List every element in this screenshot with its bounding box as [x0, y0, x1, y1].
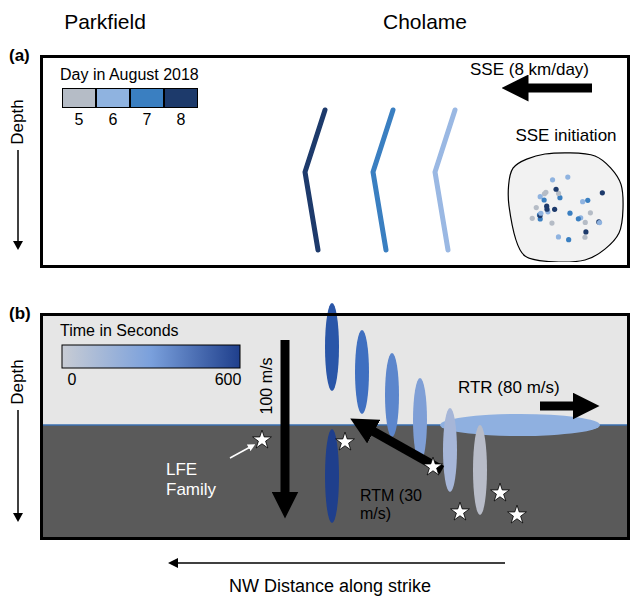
tremor-ellipse	[325, 303, 339, 391]
region-blob	[508, 153, 623, 262]
panel-frame: (a)SSE initiation	[40, 55, 630, 268]
lfe-star	[253, 430, 272, 448]
tremor-dot	[567, 211, 572, 216]
slip-front	[305, 110, 325, 250]
tremor-ellipse	[413, 378, 427, 462]
lower-layer	[40, 425, 630, 540]
depth-arrowhead	[13, 241, 23, 250]
panel-letter: (a)	[9, 46, 30, 66]
tremor-dot	[530, 216, 535, 221]
tremor-dot	[538, 211, 543, 216]
arrow-label: RTR (80 m/s)	[458, 378, 560, 398]
panel-frame: (b)	[40, 313, 630, 540]
colorbar-tick: 600	[215, 371, 242, 389]
family-label: LFE Family	[166, 460, 232, 499]
legend-item: 8	[164, 88, 198, 129]
site-name: Parkfield	[64, 10, 146, 34]
legend-tick: 8	[177, 111, 186, 129]
colorbar	[62, 345, 240, 368]
legend-item: 6	[96, 88, 130, 129]
site-name: Cholame	[383, 10, 467, 34]
lfe-star	[424, 457, 443, 475]
lfe-star	[491, 483, 510, 501]
panel-letter: (b)	[9, 304, 31, 324]
leader-line	[230, 446, 252, 458]
tremor-dot	[553, 187, 558, 192]
tremor-dot	[552, 207, 557, 212]
lfe-star	[508, 505, 527, 523]
legend-swatch	[164, 88, 198, 108]
tremor-dot	[556, 234, 561, 239]
region-label: SSE initiation	[505, 126, 627, 146]
migration-arrow	[515, 84, 592, 93]
tremor-dot	[596, 219, 601, 224]
color-legend: 5 6 7 8	[62, 88, 198, 129]
legend-title: Day in August 2018	[60, 66, 199, 84]
tremor-dot	[565, 174, 570, 179]
tremor-dot	[550, 177, 555, 182]
legend-item: 7	[130, 88, 164, 129]
colorbar-title: Time in Seconds	[60, 322, 179, 340]
rtm-arrow	[362, 425, 442, 470]
slip-front	[435, 110, 455, 250]
tremor-dot	[549, 220, 554, 225]
slip-front	[373, 110, 393, 250]
tremor-dot	[585, 198, 590, 203]
legend-tick: 6	[109, 111, 118, 129]
migration-arrow	[281, 340, 290, 505]
tremor-dot	[544, 207, 549, 212]
rtr-ellipse	[440, 414, 600, 436]
arrow-label: 100 m/s	[258, 358, 276, 415]
tremor-dot	[583, 229, 588, 234]
tremor-dot	[588, 210, 593, 215]
initiation-region: SSE initiation	[505, 126, 627, 262]
lfe-star	[336, 432, 355, 450]
legend-swatch	[130, 88, 164, 108]
tremor-dot	[580, 199, 585, 204]
rtr-arrow	[540, 402, 586, 411]
strike-arrowhead	[168, 558, 178, 568]
tremor-ellipse	[385, 353, 399, 437]
tremor-dot	[566, 237, 571, 242]
lfe-stars	[253, 430, 527, 523]
tremor-ellipse	[473, 425, 487, 515]
tremor-dot	[583, 220, 588, 225]
strike-arrow	[178, 562, 505, 564]
tremor-dot	[542, 197, 547, 202]
depth-arrowhead	[13, 513, 23, 522]
axis-label: NW Distance along strike	[229, 576, 431, 597]
depth-arrow	[17, 150, 19, 245]
arrow-label: SSE (8 km/day)	[470, 60, 589, 80]
tremor-ellipse	[355, 330, 369, 414]
legend-tick: 7	[143, 111, 152, 129]
tremor-dot	[543, 190, 548, 195]
legend-tick: 5	[75, 111, 84, 129]
tremor-dot	[534, 205, 539, 210]
tremor-dot	[597, 220, 602, 225]
colorbar-tick: 0	[68, 371, 77, 389]
axis-label: Depth	[8, 359, 28, 404]
legend-swatch	[62, 88, 96, 108]
tremor-dot	[576, 216, 581, 221]
depth-arrow	[17, 410, 19, 515]
tremor-dot	[582, 235, 587, 240]
arrow-label: RTM (30 m/s)	[360, 487, 452, 524]
region-outline	[505, 126, 627, 262]
tremor-ellipse	[325, 429, 339, 523]
lfe-star	[451, 502, 470, 520]
legend-swatch	[96, 88, 130, 108]
tremor-dot	[600, 190, 605, 195]
tremor-ellipse	[443, 408, 457, 492]
axis-label: Depth	[8, 99, 28, 144]
legend-item: 5	[62, 88, 96, 129]
